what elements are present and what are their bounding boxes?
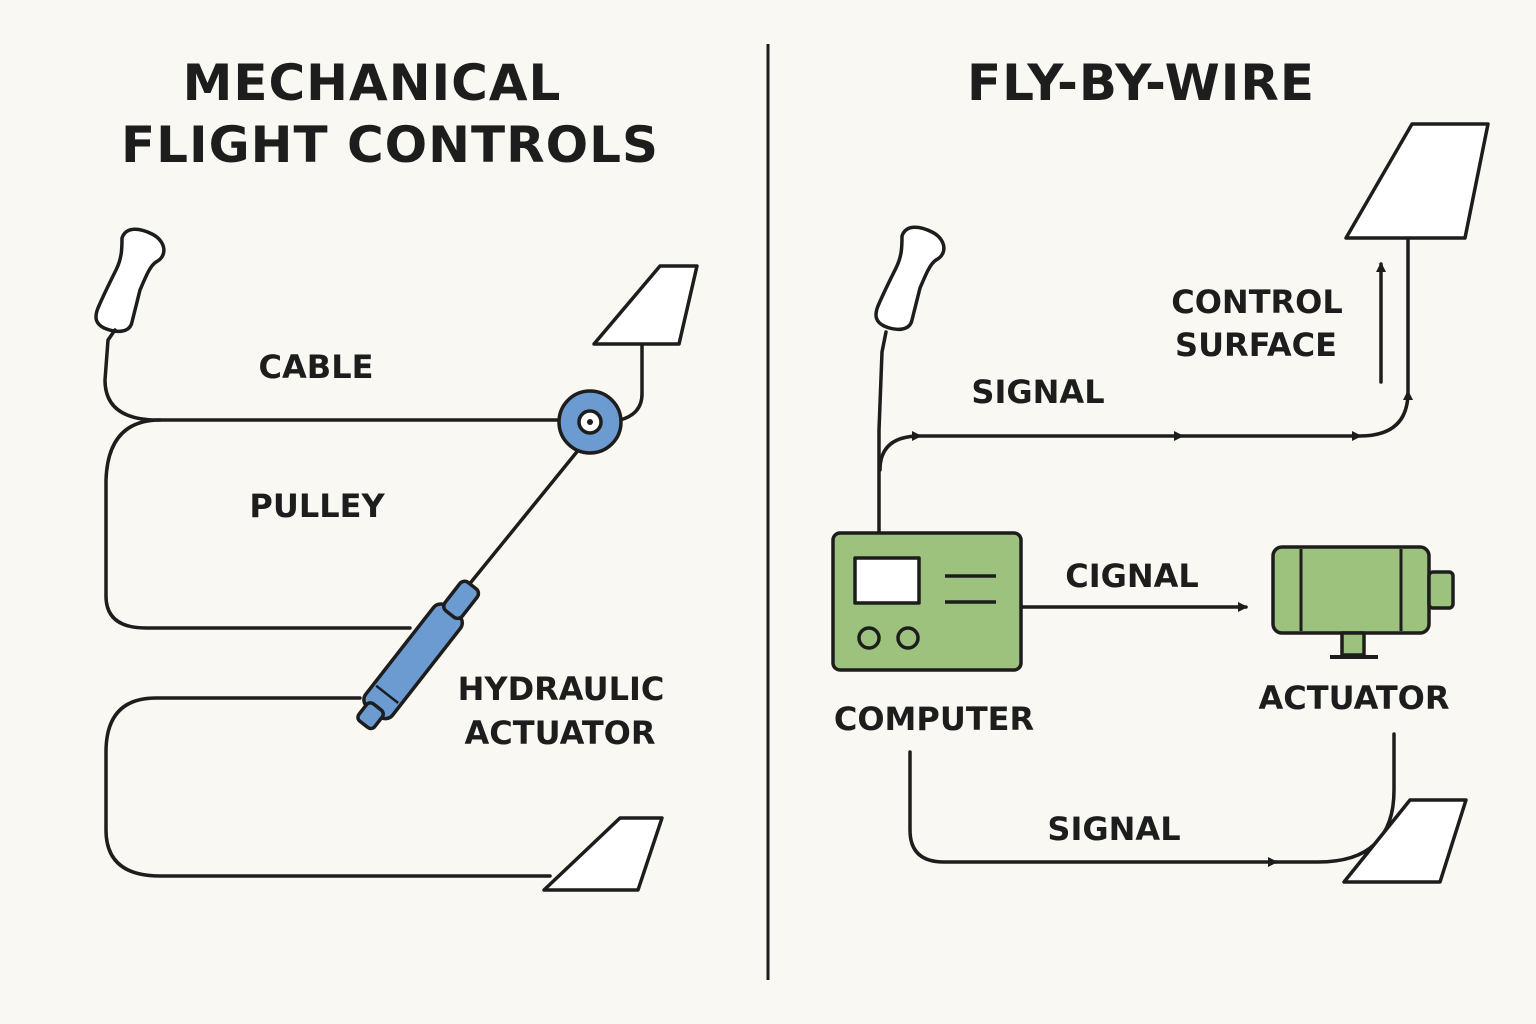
hydraulic-label-line1: HYDRAULIC — [458, 670, 665, 708]
fly-by-wire-panel: FLY-BY-WIRE — [831, 54, 1490, 884]
control-stick-icon — [94, 227, 166, 334]
signal-line-top — [878, 238, 1413, 472]
stick-to-computer-line — [877, 330, 888, 534]
signal-label-bottom: SIGNAL — [1047, 810, 1180, 848]
signal-label-top: SIGNAL — [971, 373, 1104, 411]
pulley-to-surface-line — [618, 342, 644, 422]
cable-return-loop — [104, 418, 412, 630]
pulley-label: PULLEY — [249, 487, 385, 525]
pulley-icon — [557, 389, 623, 455]
computer-label: COMPUTER — [834, 700, 1034, 738]
control-surface-label-line1: CONTROL — [1171, 283, 1343, 321]
mechanical-panel: MECHANICAL FLIGHT CONTROLS — [94, 54, 699, 892]
control-surface-label-line2: SURFACE — [1175, 326, 1337, 364]
hydraulic-actuator-icon — [356, 579, 481, 731]
control-surface-icon — [1344, 122, 1490, 240]
computer-icon — [831, 531, 1023, 672]
hydraulic-label-line2: ACTUATOR — [464, 714, 655, 752]
signal-line-bottom — [908, 750, 1278, 867]
cable-lower-line — [104, 696, 552, 878]
actuator-rod — [461, 446, 582, 594]
mechanical-title-line2: FLIGHT CONTROLS — [121, 116, 659, 174]
mechanical-title-line1: MECHANICAL — [183, 54, 562, 112]
control-surface-icon — [592, 264, 699, 346]
signal-label-middle: CIGNAL — [1065, 557, 1199, 595]
cable-label: CABLE — [259, 348, 374, 386]
fly-by-wire-title: FLY-BY-WIRE — [967, 54, 1315, 112]
control-surface-icon — [1342, 798, 1468, 884]
electric-actuator-icon — [1271, 545, 1455, 659]
control-surface-icon — [542, 816, 664, 892]
actuator-label: ACTUATOR — [1258, 679, 1449, 717]
control-stick-icon — [874, 225, 946, 332]
